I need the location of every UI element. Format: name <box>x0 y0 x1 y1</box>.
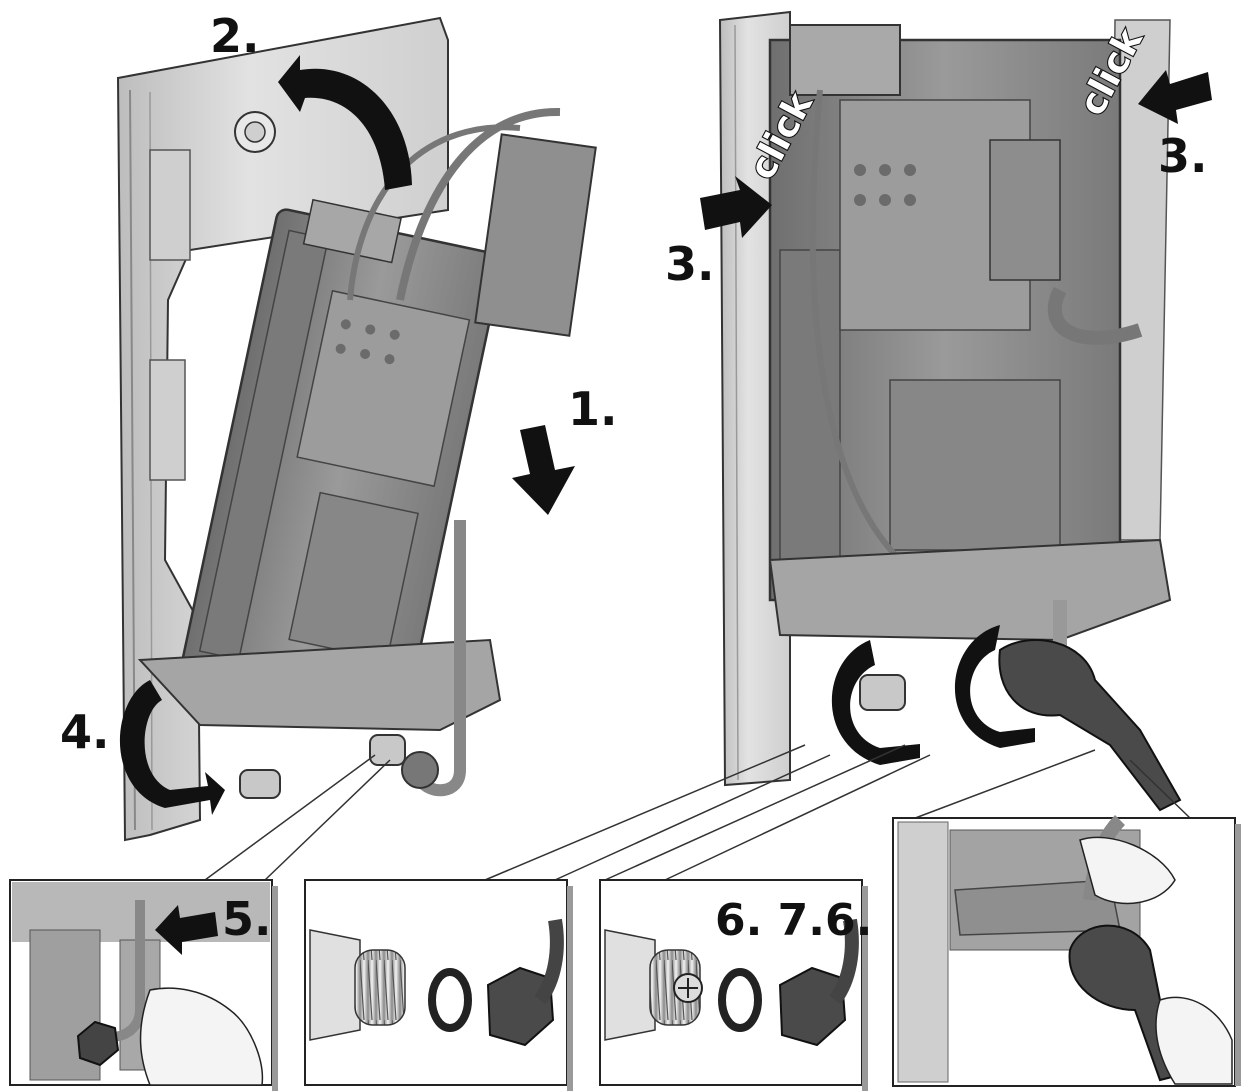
hex-nut-icon <box>76 1020 120 1067</box>
step-label-1: 1. <box>568 382 617 436</box>
press-left-arrow-icon <box>1138 70 1212 124</box>
left-unit <box>116 16 597 842</box>
step-label-5: 5. <box>222 892 271 946</box>
inset-panel-7 <box>599 879 868 1091</box>
tighten-curved-arrow-icon-2 <box>954 625 1035 748</box>
left-terminal-block <box>474 133 597 337</box>
adjust-knob <box>234 111 276 153</box>
step-label-3-left: 3. <box>665 237 714 291</box>
seal-ring-icon <box>428 968 472 1032</box>
right-unit <box>700 10 1212 812</box>
step-label-2: 2. <box>210 9 259 63</box>
hex-nut-icon <box>778 966 847 1047</box>
tighten-curved-arrow-icon-1 <box>831 640 920 765</box>
hex-nut-icon <box>486 966 555 1047</box>
inset-panel-6 <box>304 879 573 1091</box>
callout-lines <box>204 744 1191 881</box>
push-in-arrow-icon <box>155 905 218 955</box>
press-right-arrow-icon <box>700 176 772 238</box>
hand-icon <box>1155 996 1233 1085</box>
push-down-arrow-icon <box>512 425 575 515</box>
seal-ring-icon <box>718 968 762 1032</box>
step-label-4: 4. <box>60 705 109 759</box>
swing-up-curved-arrow-icon <box>278 55 412 190</box>
rotate-curved-arrow-icon <box>119 680 225 815</box>
left-base-plate <box>137 638 502 732</box>
step-label-3-right: 3. <box>1158 129 1207 183</box>
inset-panel-wrench <box>892 815 1241 1087</box>
wrench-icon <box>998 639 1182 812</box>
hand-icon <box>1079 836 1176 905</box>
inset-panel-5 <box>9 879 278 1091</box>
right-base-plate <box>768 538 1172 642</box>
right-terminal-block <box>789 24 901 96</box>
hand-icon <box>139 987 264 1086</box>
threaded-fitting <box>354 949 406 1026</box>
left-heater-housing <box>181 198 503 715</box>
step-label-6-7-6: 6. 7.6. <box>715 895 872 946</box>
